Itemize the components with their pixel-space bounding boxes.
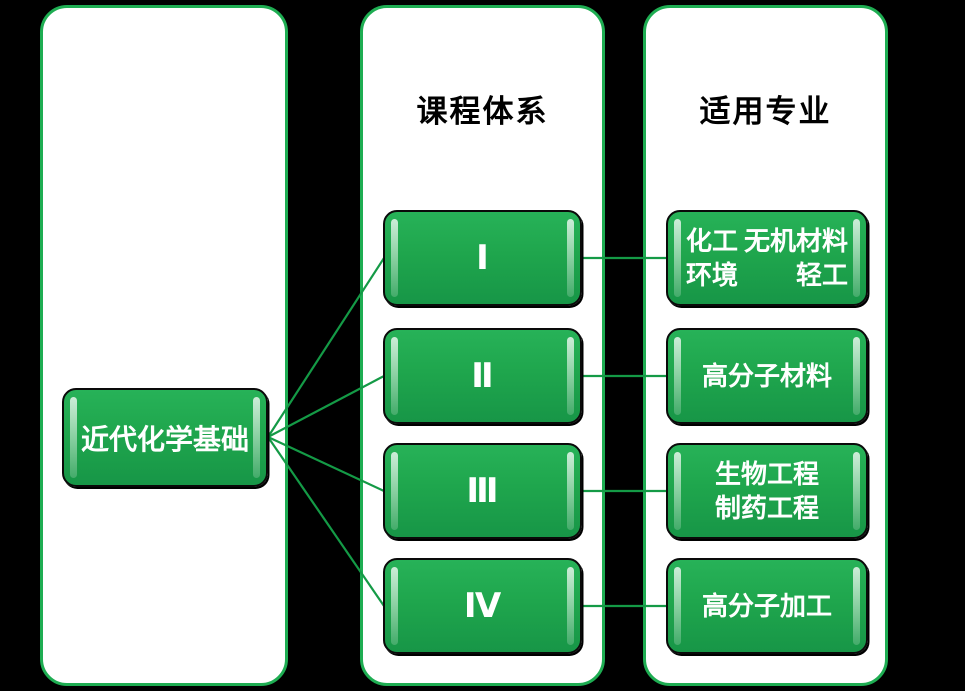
major-label: 化工 xyxy=(686,226,739,256)
node-curriculum-1: Ⅰ xyxy=(383,210,582,306)
major-label: 环境 xyxy=(686,260,739,290)
major-label: 高分子加工 xyxy=(701,591,832,621)
node-course-root-label: 近代化学基础 xyxy=(80,423,249,455)
node-course-root: 近代化学基础 xyxy=(62,388,268,487)
majors-panel-title: 适用专业 xyxy=(699,94,832,129)
node-curriculum-4: Ⅳ xyxy=(383,558,582,654)
node-curriculum-2-label: Ⅱ xyxy=(471,356,494,396)
course-panel xyxy=(40,5,288,686)
curriculum-panel-title: 课程体系 xyxy=(416,94,549,129)
node-majors-2: 高分子材料 xyxy=(666,328,868,424)
connector-line xyxy=(267,257,385,438)
node-majors-1: 化工 无机材料 环境 轻工 xyxy=(666,210,868,306)
major-label: 高分子材料 xyxy=(701,361,832,391)
node-curriculum-3: Ⅲ xyxy=(383,443,582,539)
node-curriculum-2: Ⅱ xyxy=(383,328,582,424)
connector-line xyxy=(267,436,385,492)
node-majors-1-line1: 化工 无机材料 xyxy=(668,224,866,258)
node-majors-3: 生物工程 制药工程 xyxy=(666,443,868,539)
major-label: 轻工 xyxy=(795,260,848,290)
connector-line xyxy=(267,436,385,607)
connector-line xyxy=(267,375,385,438)
major-label: 无机材料 xyxy=(743,226,848,256)
node-curriculum-4-label: Ⅳ xyxy=(463,586,502,626)
node-majors-1-line2: 环境 轻工 xyxy=(668,258,866,292)
node-majors-4: 高分子加工 xyxy=(666,558,868,654)
node-curriculum-1-label: Ⅰ xyxy=(476,238,489,278)
node-curriculum-3-label: Ⅲ xyxy=(466,471,499,511)
major-label: 制药工程 xyxy=(714,493,819,523)
major-label: 生物工程 xyxy=(714,459,819,489)
